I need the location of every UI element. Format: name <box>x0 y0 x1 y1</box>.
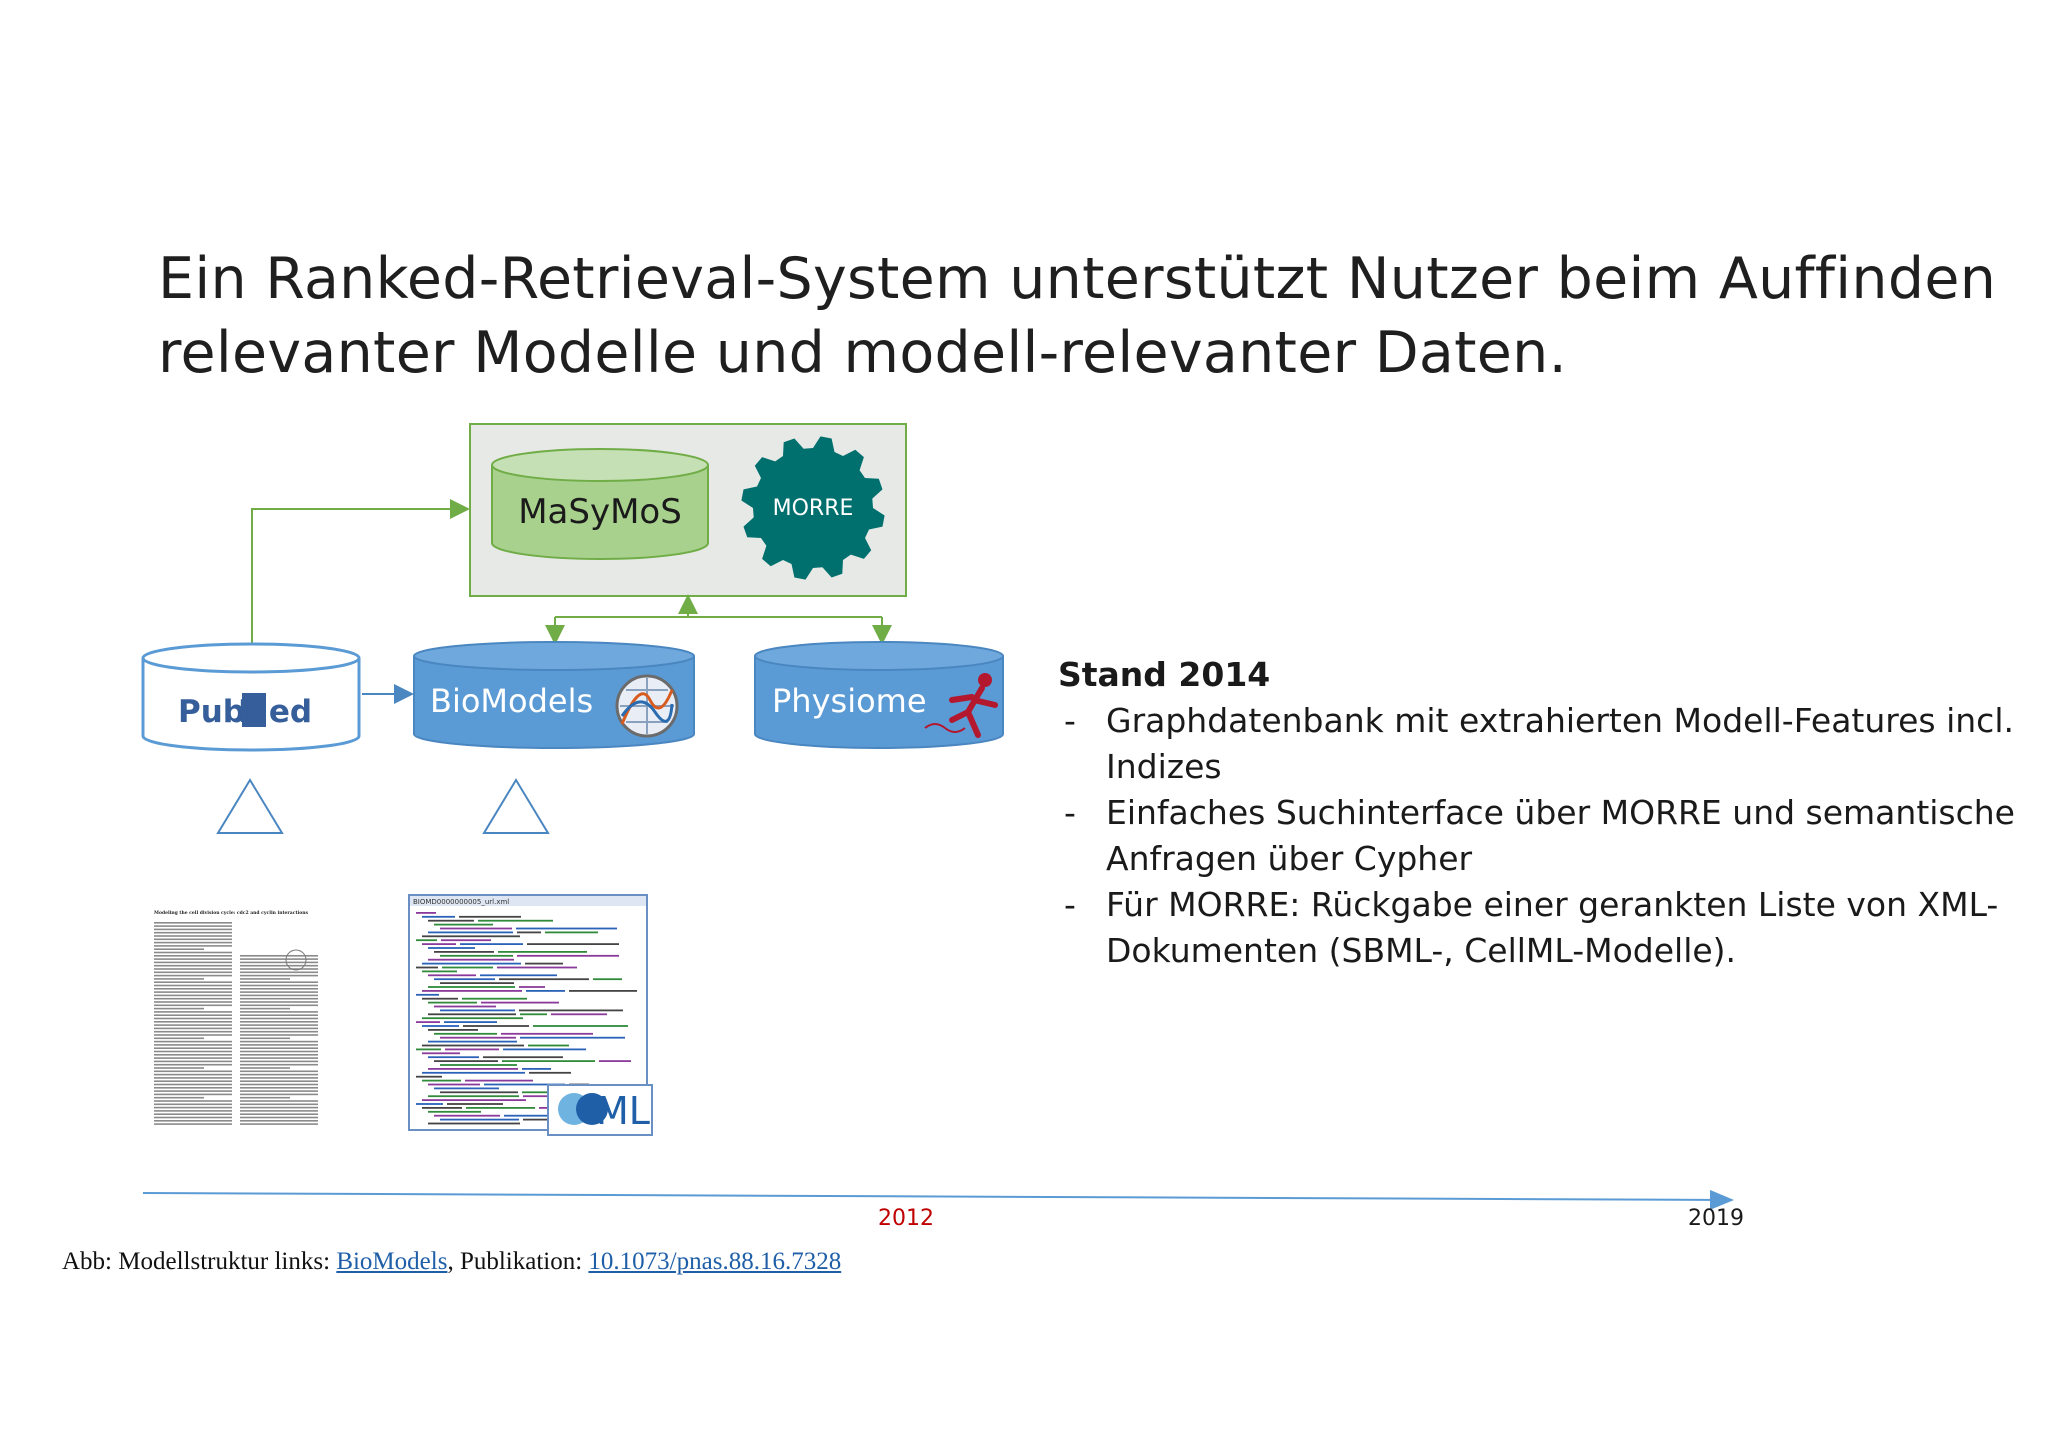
publication-thumbnail: Modeling the cell division cycle: cdc2 a… <box>152 888 322 1128</box>
notes-list: Graphdatenbank mit extrahierten Modell-F… <box>1058 698 2018 974</box>
svg-text:Med: Med <box>238 694 312 730</box>
notes-item: Graphdatenbank mit extrahierten Modell-F… <box>1058 698 2018 790</box>
figure-caption: Abb: Modellstruktur links: BioModels, Pu… <box>62 1248 841 1276</box>
timeline-axis <box>142 1189 1734 1210</box>
slide-title-line1: Ein Ranked-Retrieval-System unterstützt … <box>158 246 1997 312</box>
slide-title-line2: relevanter Modelle und modell-relevanter… <box>158 320 1568 386</box>
pubmed-database: Pub Med <box>141 642 361 752</box>
svg-text:ML: ML <box>596 1089 650 1133</box>
xml-document-thumbnail: BIOMD0000000005_url.xml ML <box>408 894 653 1136</box>
timeline-year-2019: 2019 <box>1688 1206 1744 1231</box>
sbml-logo: ML <box>547 1084 653 1136</box>
notes-item: Für MORRE: Rückgabe einer gerankten List… <box>1058 882 2018 974</box>
slide-title: Ein Ranked-Retrieval-System unterstützt … <box>158 242 1997 390</box>
paper-heading: Modeling the cell division cycle: cdc2 a… <box>154 910 309 916</box>
caption-prefix: Abb: Modellstruktur links: <box>62 1248 337 1275</box>
biomodels-link[interactable]: BioModels <box>336 1248 448 1275</box>
notes-item: Einfaches Suchinterface über MORRE und s… <box>1058 790 2018 882</box>
xml-window-title: BIOMD0000000005_url.xml <box>413 898 509 906</box>
masymos-label: MaSyMoS <box>518 492 682 532</box>
notes-heading: Stand 2014 <box>1058 655 1271 694</box>
timeline-year-2012: 2012 <box>878 1206 934 1231</box>
status-notes: Stand 2014 Graphdatenbank mit extrahiert… <box>1058 652 2018 974</box>
physiome-runner-icon <box>924 673 998 738</box>
biomodels-globe-icon <box>615 674 679 738</box>
masymos-database: MaSyMoS <box>491 448 709 560</box>
caption-middle: , Publikation: <box>447 1248 589 1275</box>
morre-label: MORRE <box>773 496 854 521</box>
pubmed-logo: Pub Med <box>178 693 312 730</box>
morre-gear-icon: MORRE <box>741 436 885 580</box>
publication-doi-link[interactable]: 10.1073/pnas.88.16.7328 <box>588 1248 842 1275</box>
biomodels-label: BioModels <box>430 682 593 720</box>
svg-text:Pub: Pub <box>178 694 245 730</box>
pubmed-to-masymos-arrow <box>251 499 470 647</box>
biomodels-source-triangle <box>482 778 550 834</box>
physiome-label: Physiome <box>772 682 927 720</box>
physiome-database: Physiome <box>754 641 1004 749</box>
biomodels-database: BioModels <box>413 641 695 749</box>
pubmed-source-triangle <box>216 778 284 834</box>
